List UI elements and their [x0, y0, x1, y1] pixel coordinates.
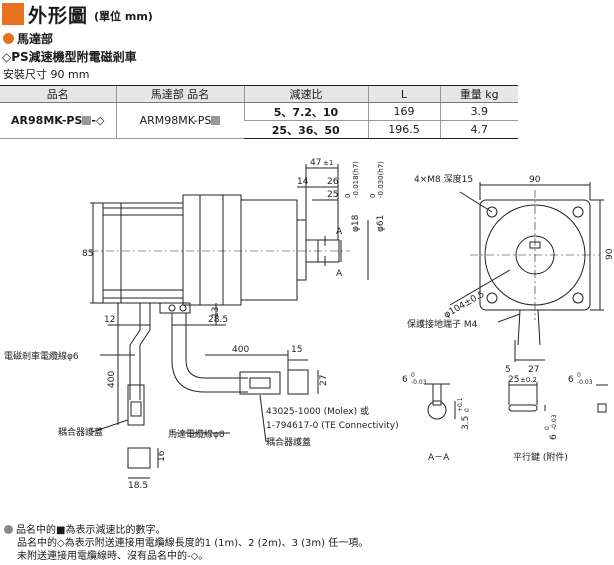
key-end: [597, 403, 607, 413]
section-aa-label: A－A: [428, 453, 450, 463]
l-cell: 196.5: [367, 120, 440, 139]
dim-key-6: 6: [402, 375, 408, 385]
parallel-key: [508, 404, 538, 412]
dim-3-5: 3.5: [461, 416, 471, 430]
ratio-placeholder-icon: [82, 116, 92, 125]
dim-25: 25: [327, 190, 338, 200]
svg-text:0: 0: [411, 372, 415, 379]
mounting-holes-label: 4×M8 深度15: [414, 173, 473, 185]
col-l: L: [367, 85, 440, 103]
orange-square-icon: [2, 3, 24, 25]
weight-cell: 3.9: [439, 102, 518, 121]
connector-face: [287, 369, 309, 395]
note-3: 未附送連接用電纜線時、沒有品名中的-◇。: [17, 551, 209, 562]
svg-text:-0.018(h7): -0.018(h7): [352, 161, 360, 198]
table-header-row: 品名 馬達部 品名 減速比 L 重量 kg: [0, 85, 518, 103]
svg-text:-0.030(h7): -0.030(h7): [377, 161, 385, 198]
svg-text:+0.1: +0.1: [457, 397, 464, 412]
dim-18-5: 18.5: [128, 481, 148, 491]
dim-400-horizontal: 400: [232, 345, 249, 355]
col-motor: 馬達部 品名: [115, 85, 244, 103]
dim-key-end-6: 6: [568, 375, 574, 385]
svg-text:±1: ±1: [323, 159, 333, 167]
svg-text:0: 0: [577, 372, 581, 379]
svg-text:-0.03: -0.03: [577, 379, 593, 386]
note-2: 品名中的◇為表示附送連接用電纜線長度的1 (1m)、2 (2m)、3 (3m) …: [17, 538, 369, 549]
ratio-cell: 5、7.2、10: [243, 102, 368, 121]
flange-plate: [222, 194, 242, 306]
svg-text:-0.03: -0.03: [551, 414, 558, 430]
dim-400-vertical: 400: [107, 371, 117, 388]
motor-connector: [239, 371, 281, 395]
ratio-placeholder-icon: [211, 116, 221, 125]
section-a-bottom: A: [336, 269, 343, 279]
motor-body: [102, 202, 184, 304]
small-connector-face: [127, 447, 151, 469]
subtitle: ◇PS減速機型附電磁剎車: [2, 50, 137, 64]
svg-text:0: 0: [369, 194, 377, 198]
dim-27-front: 27: [528, 365, 539, 375]
dim-12: 12: [104, 315, 115, 325]
col-weight: 重量 kg: [439, 85, 518, 103]
connector-part-2: 1-794617-0 (TE Connectivity): [266, 421, 399, 431]
dim-85: 85: [82, 249, 93, 259]
dim-47: 47: [310, 158, 321, 168]
col-ratio: 減速比: [243, 85, 368, 103]
dim-90-height: 90: [605, 248, 614, 260]
dim-phi18: φ18: [351, 214, 361, 232]
svg-text:-0.03: -0.03: [411, 379, 427, 386]
gearhead-pilot: [296, 219, 307, 281]
section-a-top: A: [336, 227, 343, 237]
page-header: 外形圖 (單位 mm): [2, 2, 153, 27]
coupler-cover-label: 耦合器護蓋: [58, 426, 103, 438]
brake-cable-label: 電磁剎車電纜線φ6: [4, 350, 79, 362]
svg-text:0: 0: [344, 194, 352, 198]
table-row: 25、36、50 196.5 4.7: [0, 120, 518, 139]
dim-phi61: φ61: [376, 215, 386, 232]
ratio-cell: 25、36、50: [244, 120, 368, 139]
connector-part-1: 43025-1000 (Molex) 或: [266, 405, 369, 417]
table-row: AR98MK-PS-◇ ARM98MK-PS 5、7.2、10 169 3.9: [0, 102, 518, 139]
dim-key-25: 25: [508, 375, 519, 385]
ground-terminal-label: 保護接地端子 M4: [407, 318, 478, 330]
notes: 品名中的■為表示減速比的數字。 品名中的◇為表示附送連接用電纜線長度的1 (1m…: [4, 524, 368, 563]
dim-16: 16: [157, 450, 167, 462]
gearhead-body: [240, 199, 298, 301]
svg-text:±0.2: ±0.2: [520, 376, 537, 384]
l-cell: 169: [367, 102, 440, 121]
weight-cell: 4.7: [439, 120, 518, 139]
dim-key-height-6: 6: [549, 434, 559, 440]
dim-28-5: 28.5: [208, 315, 228, 325]
dim-13: 13: [211, 307, 221, 318]
dim-26: 26: [327, 177, 339, 187]
dim-14: 14: [297, 177, 309, 187]
svg-text:0: 0: [464, 408, 471, 412]
bullet-icon: [4, 525, 13, 534]
key-label: 平行鍵 (附件): [513, 451, 568, 463]
page-title: 外形圖: [28, 4, 89, 27]
svg-text:0: 0: [544, 426, 551, 430]
dim-15: 15: [291, 345, 302, 355]
dim-90-width: 90: [529, 175, 541, 185]
orange-dot-icon: [3, 33, 14, 44]
dim-27: 27: [319, 375, 329, 386]
mounting-size: 安裝尺寸 90 mm: [3, 68, 90, 81]
unit-label: (單位 mm): [94, 10, 153, 23]
brake-connector: [127, 384, 145, 426]
dim-5: 5: [505, 365, 511, 375]
col-product: 品名: [0, 85, 116, 103]
note-1: 品名中的■為表示減速比的數字。: [4, 524, 368, 537]
product-cell: AR98MK-PS-◇: [0, 102, 116, 139]
motor-cable-label: 馬達電纜線φ8: [168, 428, 225, 440]
coupler-cover-label-2: 耦合器護蓋: [266, 436, 311, 448]
spec-table: 品名 馬達部 品名 減速比 L 重量 kg AR98MK-PS-◇ ARM98M…: [0, 85, 518, 139]
brake-housing: [182, 194, 224, 306]
motor-cell: ARM98MK-PS: [115, 102, 244, 139]
section-title: 馬達部: [3, 30, 53, 47]
